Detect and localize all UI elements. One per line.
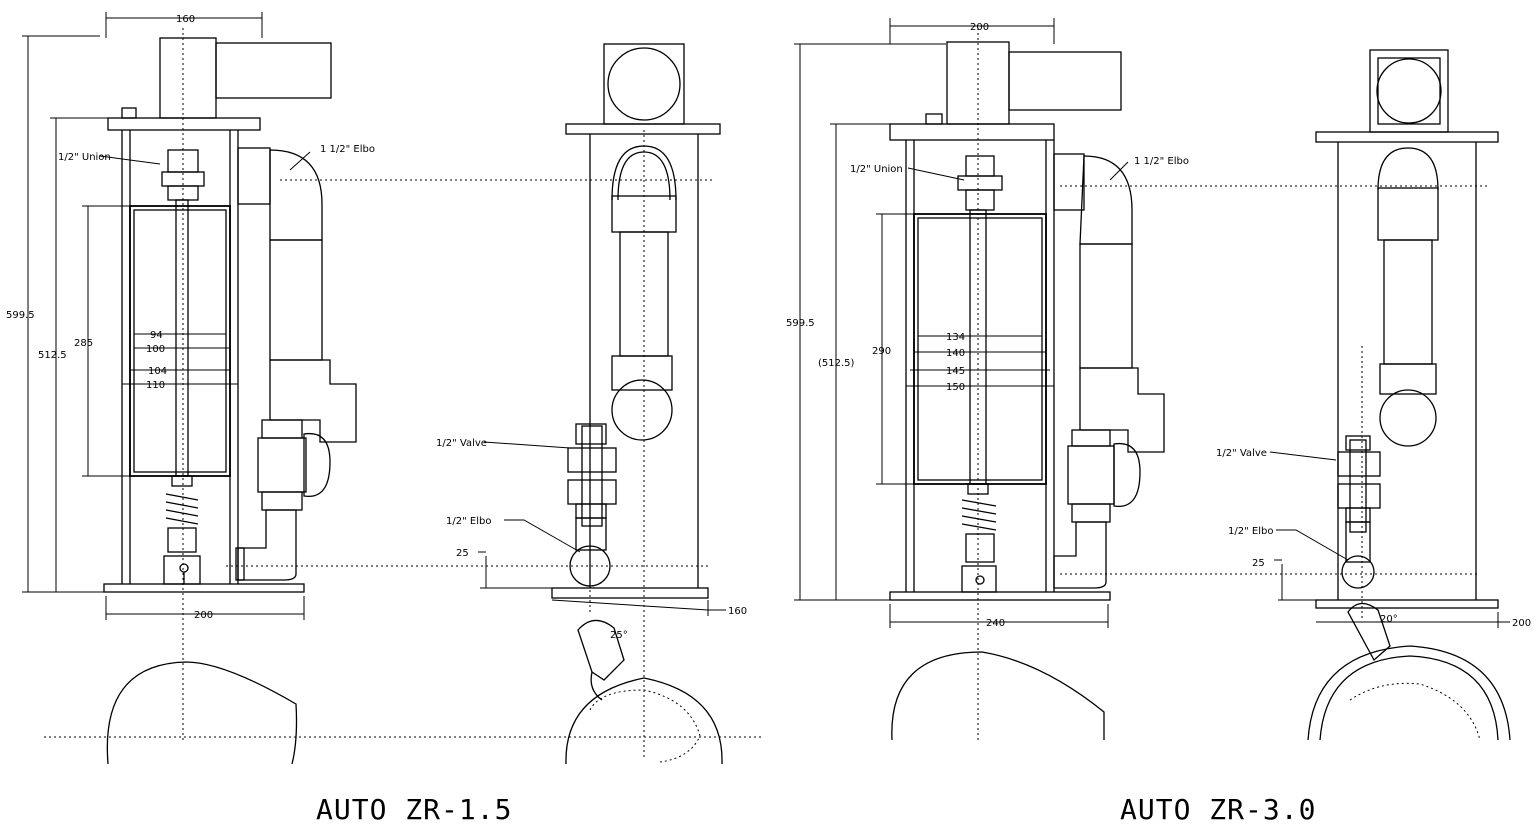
right-label-elbo-big: 1 1/2" Elbo: [1134, 156, 1189, 167]
right-label-elbo-small: 1/2" Elbo: [1228, 526, 1273, 537]
left-front-view: [103, 37, 357, 593]
right-label-valve: 1/2" Valve: [1216, 448, 1267, 459]
left-angle: 25°: [610, 630, 628, 641]
left-label-elbo-big: 1 1/2" Elbo: [320, 144, 375, 155]
left-label-elbo-small: 1/2" Elbo: [446, 516, 491, 527]
right-dim-d4: 150: [946, 382, 965, 393]
left-label-valve: 1/2" Valve: [436, 438, 487, 449]
left-dim-d1: 94: [150, 330, 163, 341]
left-height-frame: 512.5: [38, 350, 67, 361]
annotations: 160 599.5 512.5 285 94 100 104 110 200 1…: [6, 14, 1531, 641]
left-height-chamber: 285: [74, 338, 93, 349]
left-offset: 25: [456, 548, 469, 559]
left-height-total: 599.5: [6, 310, 35, 321]
right-height-total: 599.5: [786, 318, 815, 329]
left-dim-d4: 110: [146, 380, 165, 391]
right-height-chamber: 290: [872, 346, 891, 357]
bottom-arcs: [106, 645, 1511, 765]
right-front-view: [889, 41, 1165, 601]
left-base-width: 200: [194, 610, 213, 621]
left-top-width: 160: [176, 14, 195, 25]
right-side-view: [1315, 49, 1499, 662]
model-caption-right: AUTO ZR-3.0: [1120, 793, 1317, 826]
right-angle: 20°: [1380, 614, 1398, 625]
right-dim-d3: 145: [946, 366, 965, 377]
right-offset: 25: [1252, 558, 1265, 569]
right-base-width: 240: [986, 618, 1005, 629]
dimension-lines: [22, 12, 1510, 628]
reference-lines: [44, 28, 1490, 763]
left-dim-d3: 104: [148, 366, 167, 377]
right-height-frame: (512.5): [818, 358, 855, 369]
model-caption-left: AUTO ZR-1.5: [316, 793, 513, 826]
right-dim-d1: 134: [946, 332, 965, 343]
left-side-width: 160: [728, 606, 747, 617]
left-dim-d2: 100: [146, 344, 165, 355]
right-side-width: 200: [1512, 618, 1531, 629]
right-dim-d2: 140: [946, 348, 965, 359]
right-top-width: 200: [970, 22, 989, 33]
right-label-union: 1/2" Union: [850, 164, 903, 175]
left-label-union: 1/2" Union: [58, 152, 111, 163]
